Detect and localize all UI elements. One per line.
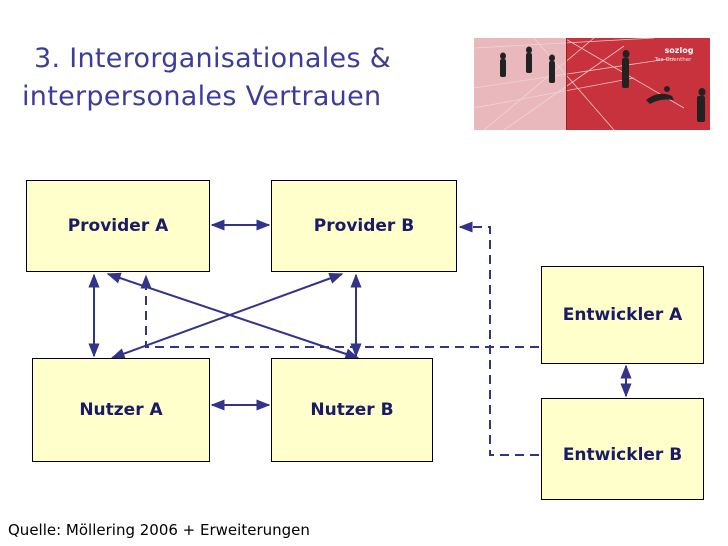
node-entwickler-b: Entwickler B	[541, 398, 704, 500]
logo-divider	[566, 38, 567, 130]
logo-brand: sozlog	[664, 46, 694, 55]
logo-subtitle: Tea Guenther	[654, 57, 692, 63]
node-provider-a: Provider A	[26, 180, 210, 272]
logo-light-panel	[474, 38, 566, 130]
sozlog-logo-image	[474, 38, 710, 130]
edge-provider-b-nutzer-a	[110, 273, 344, 359]
node-nutzer-b: Nutzer B	[271, 358, 433, 462]
title-line-1: 3. Interorganisationales &	[34, 43, 392, 74]
logo-silhouettes	[500, 46, 706, 122]
edge-entwickler-a-provider-a	[140, 274, 539, 348]
title-line-2: interpersonales Vertrauen	[22, 81, 382, 112]
node-provider-b: Provider B	[271, 180, 457, 272]
node-entwickler-a: Entwickler A	[541, 266, 704, 364]
edge-entwickler-b-provider-b	[458, 221, 539, 456]
page-title: 3. Interorganisationales & interpersonal…	[22, 40, 391, 116]
node-nutzer-a: Nutzer A	[32, 358, 210, 462]
source-citation: Quelle: Möllering 2006 + Erweiterungen	[8, 521, 310, 539]
